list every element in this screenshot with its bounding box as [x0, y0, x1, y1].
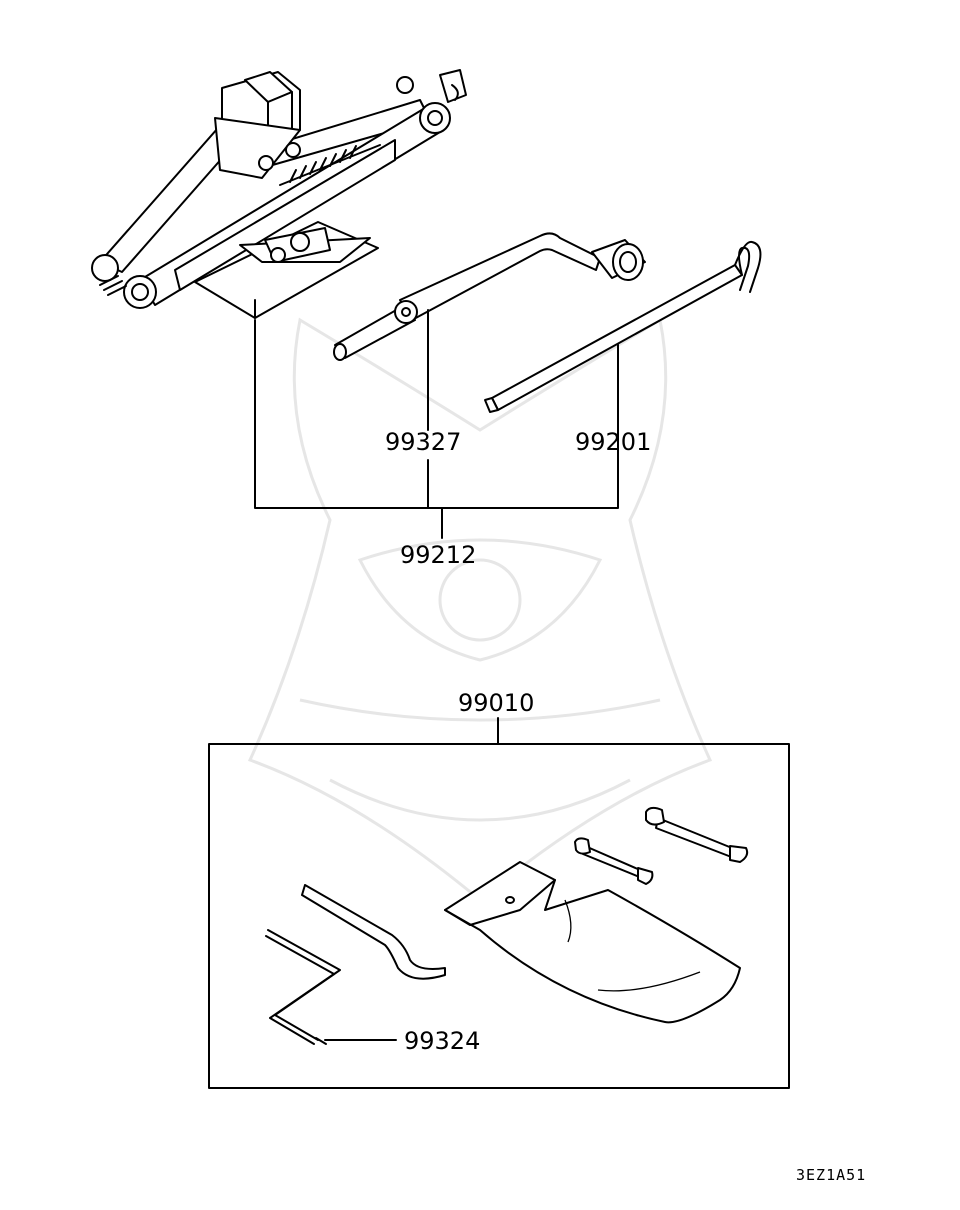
- tool-kit-box[interactable]: [208, 743, 790, 1089]
- wrench-small-icon[interactable]: [574, 837, 654, 885]
- part-label-99201[interactable]: 99201: [575, 428, 651, 456]
- wrench-large-icon[interactable]: [645, 806, 749, 863]
- tool-bag-icon[interactable]: [444, 861, 741, 1024]
- part-label-99010[interactable]: 99010: [458, 689, 534, 717]
- figure-code: 3EZ1A51: [796, 1166, 866, 1184]
- watermark-emblem: [247, 317, 713, 902]
- leader-lines-jack-group: [254, 309, 619, 539]
- jack-rod-icon[interactable]: [484, 240, 762, 413]
- scissor-jack-icon[interactable]: [91, 69, 467, 319]
- part-label-99324[interactable]: 99324: [404, 1027, 480, 1055]
- jack-handle-icon[interactable]: [333, 232, 646, 361]
- hook-rod-icon[interactable]: [265, 929, 341, 1045]
- part-label-99327[interactable]: 99327: [385, 428, 461, 456]
- pry-tool-icon[interactable]: [301, 884, 446, 980]
- part-label-99212[interactable]: 99212: [400, 541, 476, 569]
